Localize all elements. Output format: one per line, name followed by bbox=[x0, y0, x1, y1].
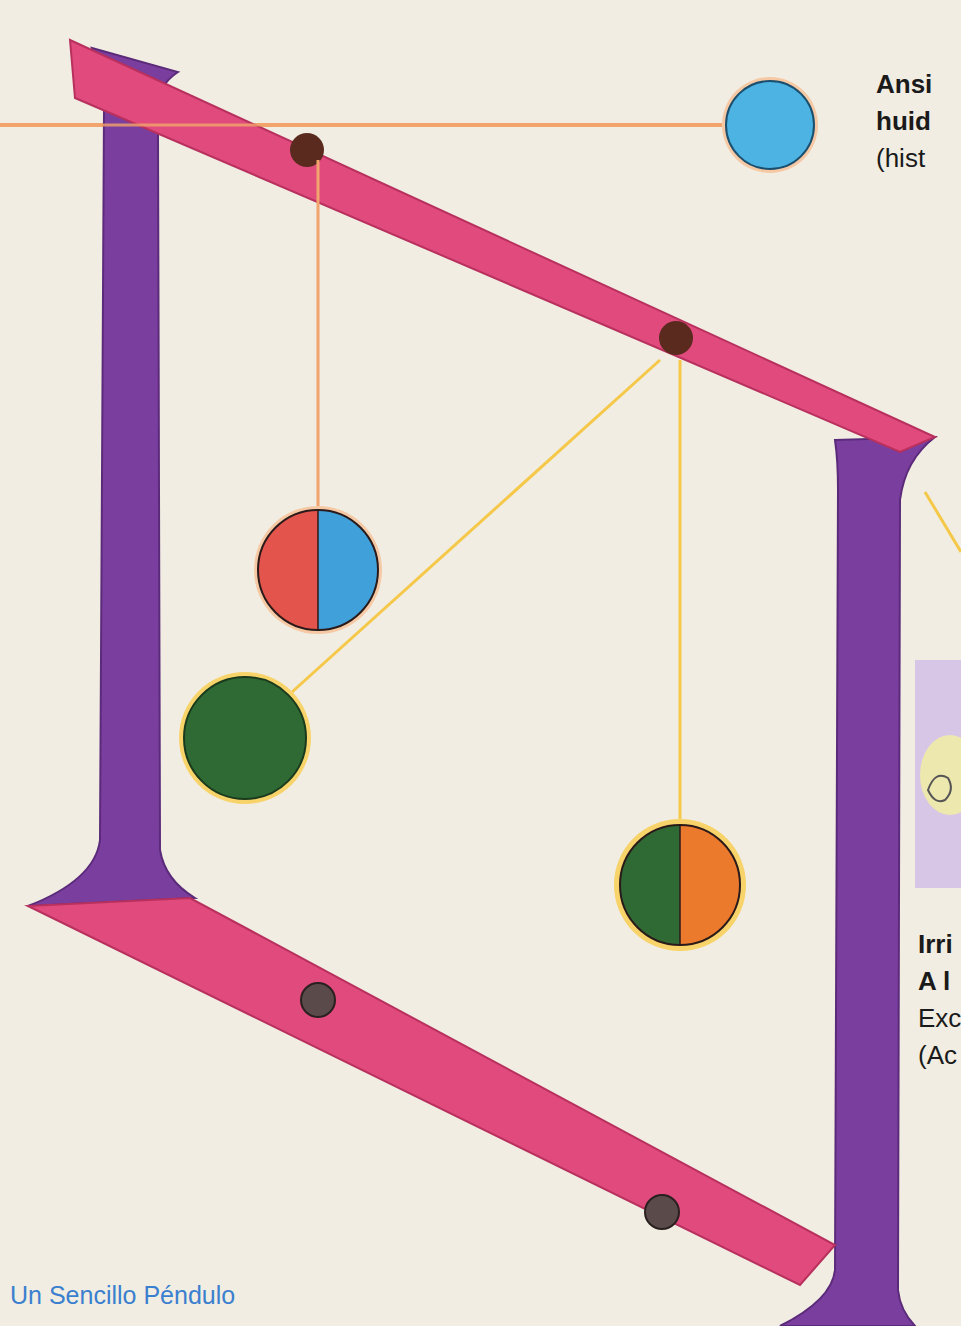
side-note: Exc (Ac bbox=[918, 1000, 961, 1074]
side-note: (hist bbox=[876, 140, 958, 177]
glow bbox=[722, 77, 818, 173]
string bbox=[925, 492, 961, 552]
ball bbox=[258, 510, 318, 630]
ball bbox=[318, 510, 378, 630]
glow bbox=[179, 672, 311, 804]
ball-divider bbox=[679, 825, 681, 945]
ball-divider bbox=[317, 510, 319, 630]
string bbox=[292, 360, 660, 692]
ball bbox=[184, 677, 306, 799]
ball-outline bbox=[620, 825, 740, 945]
string bbox=[317, 160, 320, 510]
thumbnail-figure bbox=[928, 776, 951, 802]
bottom-bar bbox=[28, 898, 835, 1285]
ball bbox=[620, 825, 680, 945]
right-post bbox=[780, 437, 935, 1326]
caption: Un Sencillo Péndulo bbox=[10, 1280, 235, 1310]
string bbox=[0, 124, 722, 127]
string bbox=[679, 360, 682, 825]
glow bbox=[614, 819, 746, 951]
side-note: Irri A l bbox=[918, 926, 960, 1000]
side-note: Ansi huid bbox=[876, 66, 958, 140]
pivot bbox=[645, 1195, 679, 1229]
ball bbox=[726, 81, 814, 169]
thumbnail-glow bbox=[920, 735, 961, 815]
pivot bbox=[301, 983, 335, 1017]
ball bbox=[680, 825, 740, 945]
ball-outline bbox=[258, 510, 378, 630]
top-bar bbox=[70, 40, 935, 452]
glow bbox=[254, 506, 382, 634]
pivot bbox=[659, 321, 693, 355]
string bbox=[0, 123, 722, 127]
left-post bbox=[28, 48, 195, 906]
